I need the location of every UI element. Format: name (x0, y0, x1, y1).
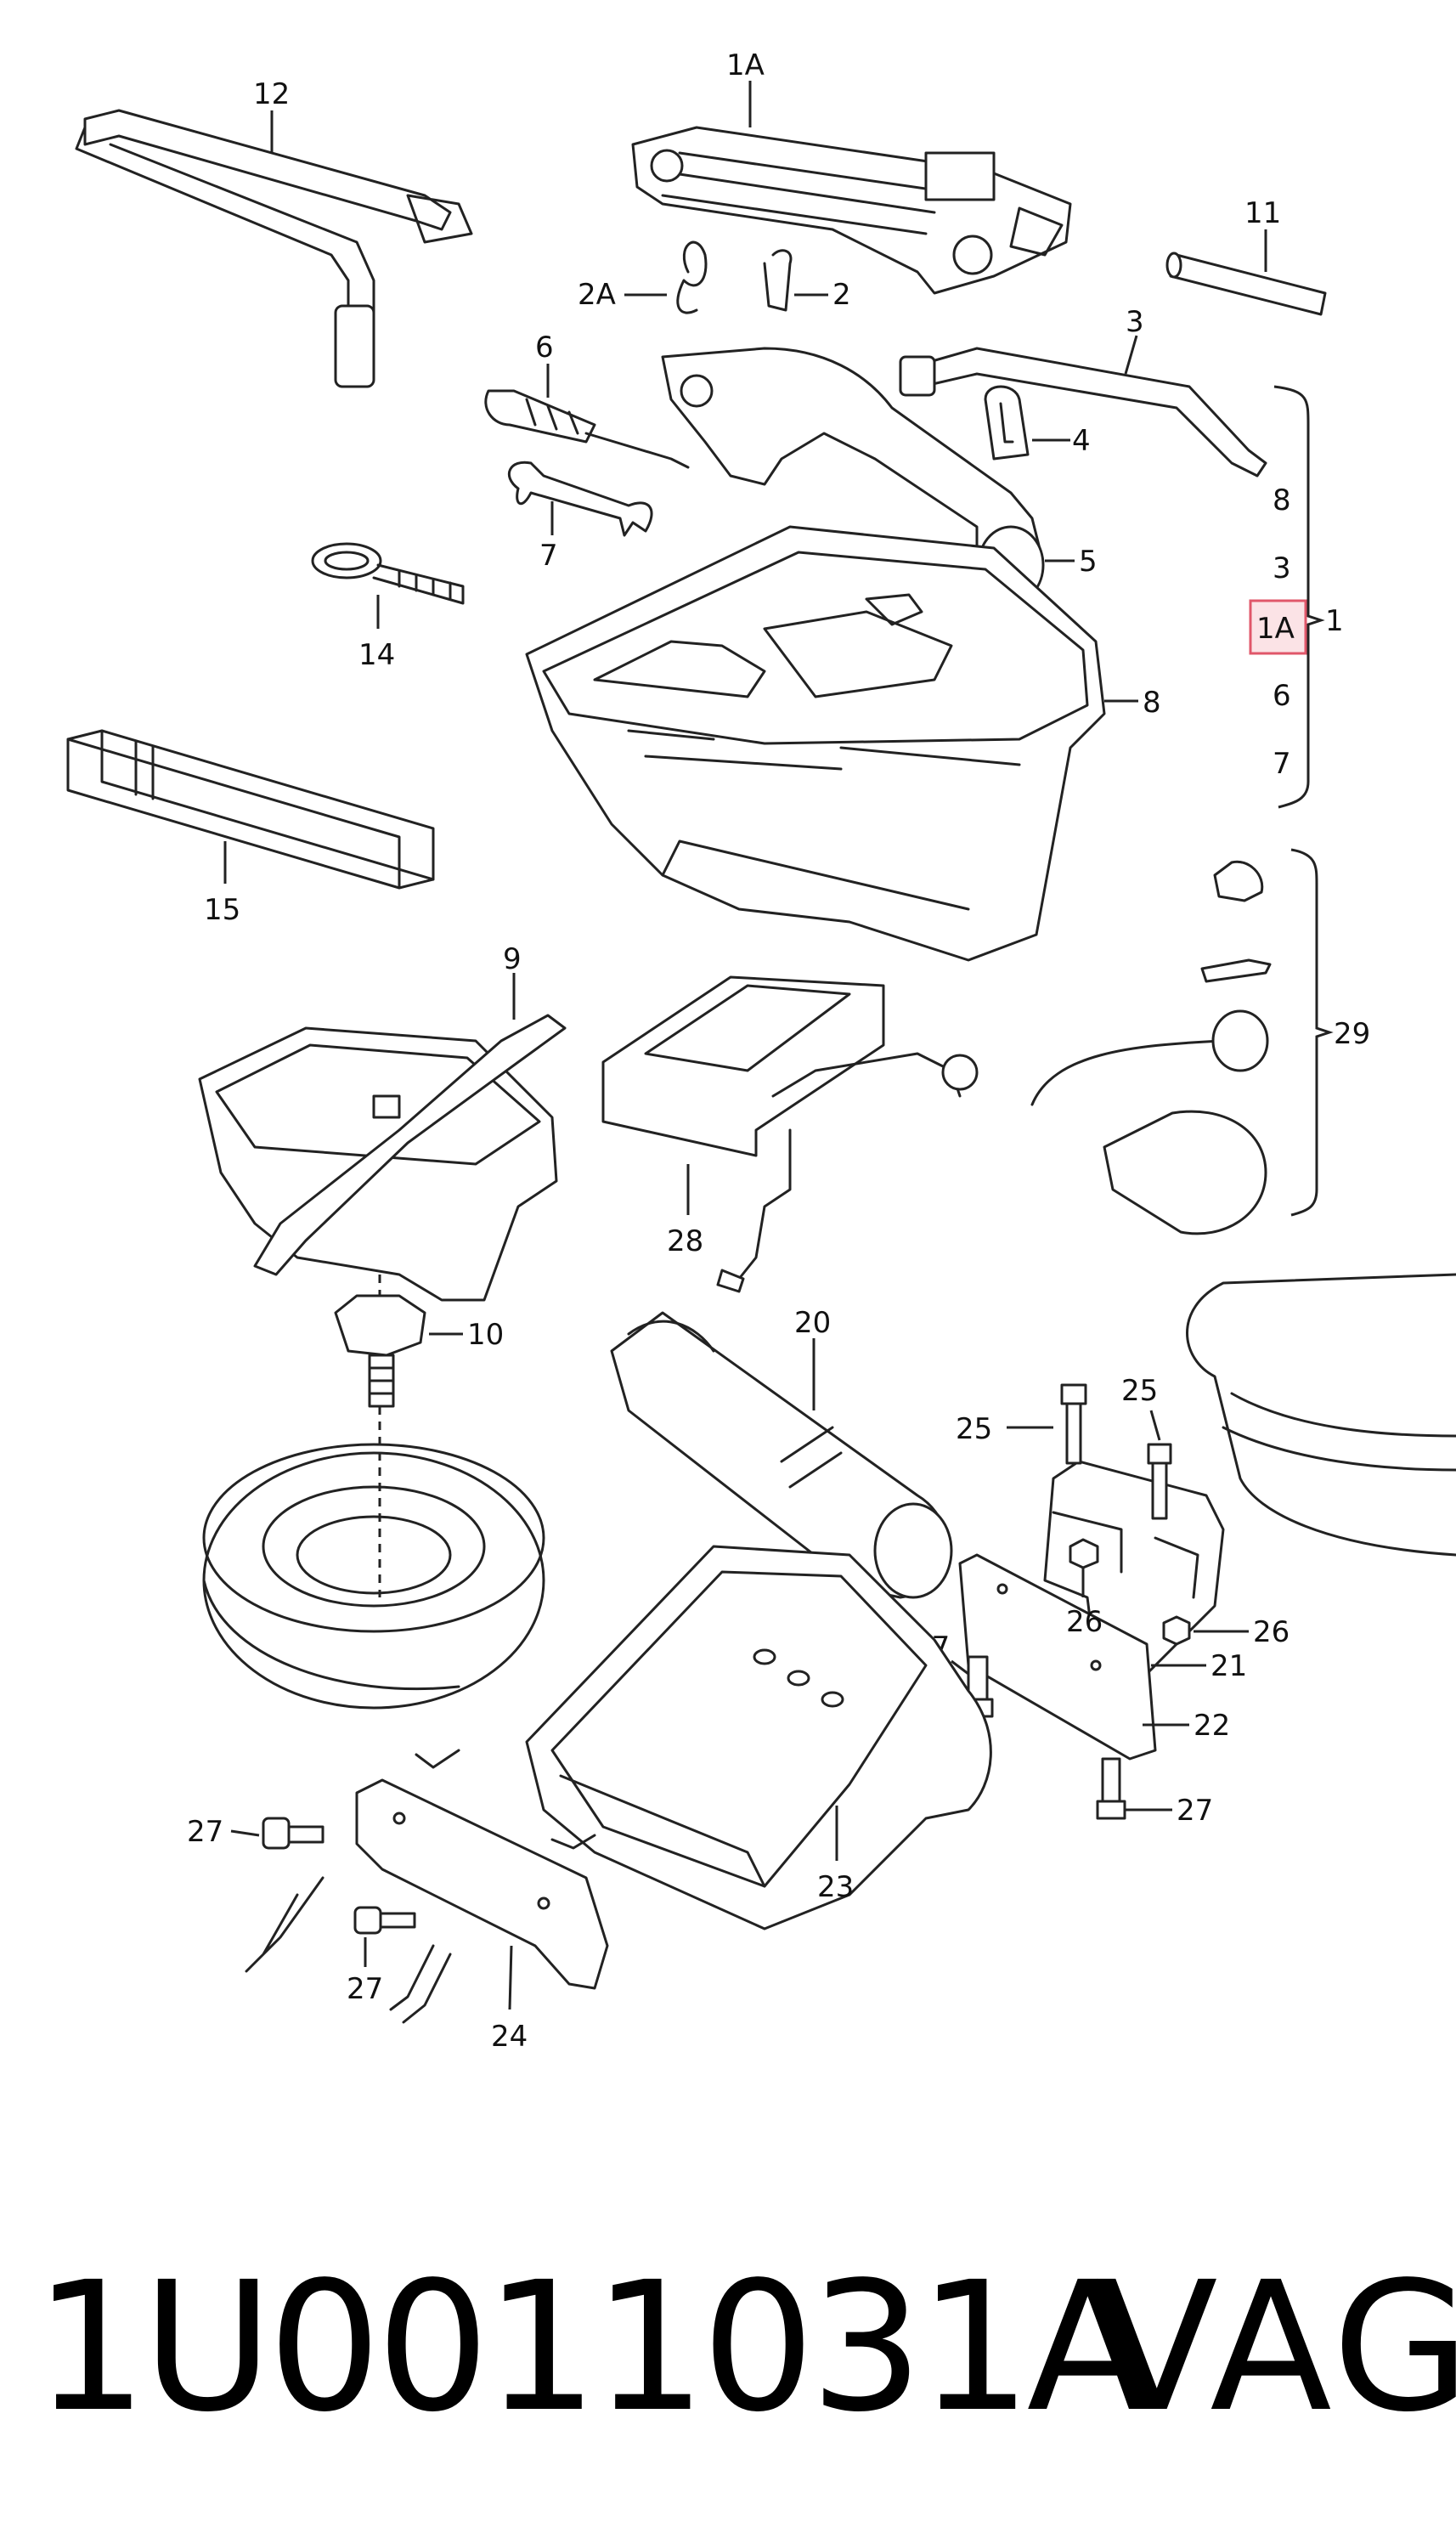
callout-27c: 27 (187, 1815, 223, 1849)
callout-3: 3 (1126, 305, 1144, 339)
callout-21: 21 (1211, 1649, 1247, 1683)
callout-25a: 25 (956, 1412, 992, 1446)
callout-14: 14 (358, 638, 395, 672)
screwdriver-drawing (484, 389, 690, 469)
set-item-8: 8 (1273, 483, 1291, 517)
set-bracket-1 (1273, 385, 1325, 809)
callout-12: 12 (253, 77, 290, 111)
pin-drawing (1165, 252, 1327, 316)
bolt-25b-drawing (1147, 1443, 1172, 1520)
clip-2A-drawing (676, 240, 708, 314)
callout-15: 15 (204, 893, 240, 927)
clip-2-drawing (763, 249, 793, 312)
callout-8: 8 (1143, 686, 1161, 720)
callout-26b: 26 (1253, 1615, 1290, 1649)
bolt-27c-drawing (262, 1817, 324, 1850)
tray-strap-drawing (198, 1014, 567, 1302)
clip-4-drawing (984, 385, 1030, 461)
callout-6: 6 (535, 331, 554, 365)
callout-10: 10 (467, 1318, 504, 1352)
callout-28: 28 (667, 1224, 703, 1258)
callout-11: 11 (1244, 196, 1281, 230)
leader-27a (951, 1659, 969, 1676)
callout-5: 5 (1079, 545, 1098, 579)
callout-22: 22 (1194, 1709, 1230, 1743)
leader-3 (1124, 335, 1138, 375)
leader-27c (230, 1829, 260, 1837)
part-number: 1U0011031A (34, 2243, 1148, 2451)
callout-25b: 25 (1121, 1374, 1158, 1408)
bolt-27d-drawing (353, 1906, 416, 1935)
bolt-25a-drawing (1060, 1383, 1087, 1465)
callout-27b: 27 (1177, 1794, 1213, 1828)
bracket-29 (1290, 848, 1334, 1217)
callout-2: 2 (832, 278, 851, 312)
set-item-1A[interactable]: 1A (1256, 612, 1295, 646)
compressor-drawing (601, 975, 979, 1293)
cover-23-drawing (525, 1545, 992, 1930)
spare-wheel-edge-drawing (1186, 1273, 1456, 1557)
tube-bag-drawing (610, 1311, 953, 1599)
callout-1A-top: 1A (726, 48, 765, 82)
callout-26a: 26 (1066, 1605, 1103, 1639)
callout-29: 29 (1334, 1017, 1370, 1051)
leader-25b (1149, 1410, 1161, 1441)
bracket-24-drawing (245, 1749, 609, 2024)
jack-crank-drawing (899, 347, 1267, 478)
nut-26b-drawing (1162, 1615, 1191, 1646)
towing-eye-drawing (311, 542, 465, 605)
callout-7: 7 (539, 539, 558, 573)
callout-1: 1 (1325, 604, 1344, 638)
car-jack-drawing (631, 126, 1072, 295)
callout-9: 9 (503, 942, 522, 976)
bolt-27b-drawing (1096, 1757, 1126, 1820)
tool-tray-drawing (525, 525, 1106, 962)
lug-wrench-drawing (75, 109, 473, 388)
bar-15-drawing (66, 729, 435, 890)
leader-24 (508, 1945, 513, 2010)
wing-bolt-drawing (334, 1294, 426, 1408)
set-item-1A-highlight (1249, 599, 1307, 655)
callout-24: 24 (491, 2020, 528, 2054)
callout-27d: 27 (347, 1972, 383, 2006)
brand-label: VAG (1096, 2243, 1456, 2451)
callout-4: 4 (1072, 424, 1091, 458)
set-item-6: 6 (1273, 679, 1291, 713)
repair-kit-parts-29 (1030, 860, 1272, 1235)
open-wrench-drawing (507, 461, 653, 537)
set-item-3: 3 (1273, 551, 1291, 585)
set-item-7: 7 (1273, 747, 1291, 781)
callout-20: 20 (794, 1306, 831, 1340)
nut-26a-drawing (1069, 1538, 1099, 1569)
callout-23: 23 (817, 1870, 854, 1904)
callout-2A: 2A (578, 278, 616, 312)
spare-tire-drawing (202, 1443, 545, 1710)
